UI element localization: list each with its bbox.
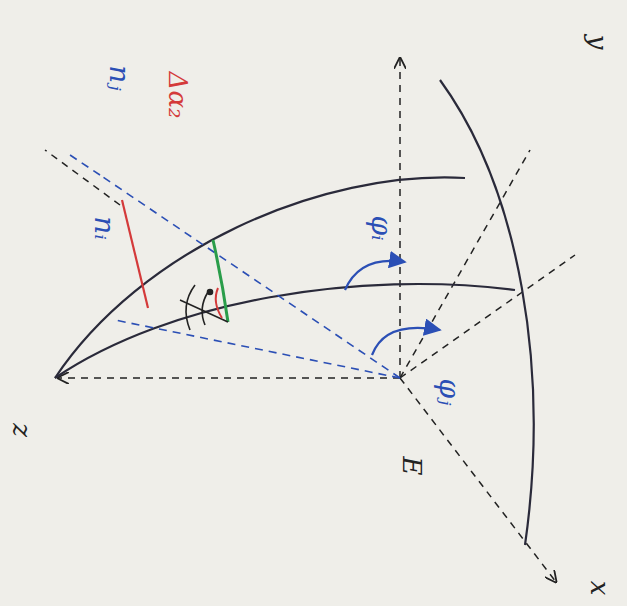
- axis-label: y: [585, 35, 611, 50]
- axis-label: z: [9, 423, 35, 437]
- axis-label: φᵢ: [366, 215, 394, 240]
- axis-label: nⱼ: [104, 65, 132, 90]
- angle-arcs: [180, 285, 228, 330]
- phi-arrows: [345, 261, 440, 355]
- axis-label: φⱼ: [434, 378, 462, 405]
- axis-label: nᵢ: [90, 216, 118, 240]
- chord-line: [122, 200, 148, 308]
- normal-lines: [70, 155, 400, 378]
- delta-angle-arc: [216, 288, 222, 318]
- axis-label: Δα₂: [165, 72, 191, 119]
- axis-label: E: [399, 457, 425, 476]
- green-arc: [213, 240, 228, 322]
- sphere-arcs: [55, 80, 534, 545]
- axis-label: x: [587, 581, 613, 596]
- axes: [45, 58, 575, 582]
